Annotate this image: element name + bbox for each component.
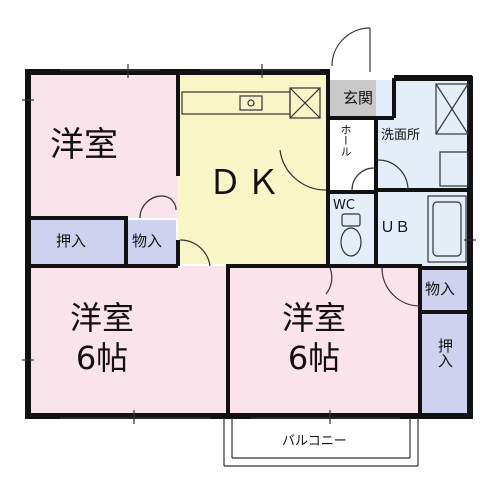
- interior-walls: [28, 72, 470, 416]
- western-room-left-label: 洋室 6帖: [70, 298, 134, 378]
- closet-left-label: 押入: [56, 232, 87, 250]
- unit-bath-fill: [376, 190, 470, 266]
- balcony-label: バルコニー: [282, 434, 347, 449]
- western-room-top-label: 洋室: [50, 125, 118, 165]
- fixtures: [22, 27, 476, 467]
- closet-right-fill: [422, 314, 470, 414]
- western-room-right-name: 洋室: [282, 299, 347, 337]
- washroom-fill: [376, 80, 470, 190]
- outer-walls: [25, 69, 473, 419]
- entrance-label: 玄関: [343, 89, 374, 107]
- unit-bath-label: ＵＢ: [380, 218, 411, 236]
- western-room-right-size: 6帖: [287, 339, 341, 377]
- hall-label: ホール: [339, 124, 352, 157]
- storage-right-fill: [422, 268, 470, 312]
- dk-fill: [178, 72, 328, 264]
- storage-right-label: 物入: [425, 280, 456, 298]
- wc-label: WC: [333, 198, 355, 213]
- washroom-label: 洗面所: [381, 128, 421, 143]
- western-room-left-fill: [28, 266, 228, 414]
- western-room-right-label: 洋室 6帖: [282, 298, 346, 378]
- dk-label: ＤＫ: [208, 163, 284, 203]
- western-room-top-fill: [28, 72, 178, 218]
- western-room-left-size: 6帖: [75, 339, 129, 377]
- closet-right-label: 押入: [436, 338, 454, 368]
- storage-mid-fill: [128, 220, 176, 264]
- closet-left-fill: [28, 220, 128, 264]
- western-room-left-name: 洋室: [70, 299, 135, 337]
- storage-mid-label: 物入: [132, 232, 163, 250]
